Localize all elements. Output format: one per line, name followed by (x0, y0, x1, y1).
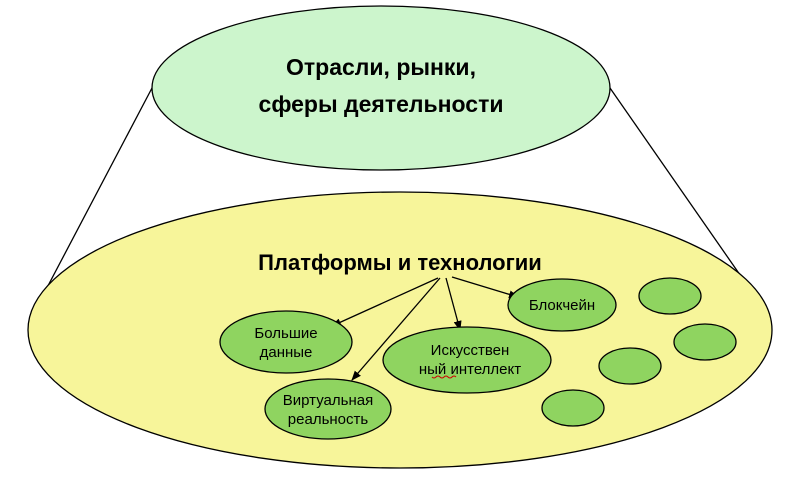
empty-node-4 (541, 389, 605, 427)
node-ai (382, 326, 552, 394)
top-ellipse (151, 5, 611, 171)
node-big-data (219, 310, 353, 374)
empty-node-1 (638, 277, 702, 315)
node-vr-line-1: Виртуальная (283, 392, 373, 409)
arrow-to-vr (351, 277, 441, 381)
arrow-to-big-data (331, 277, 439, 327)
cone-left-edge (29, 87, 153, 321)
top-line-1: Отрасли, рынки, (286, 54, 476, 80)
node-big-data-line-1: Большие (254, 325, 317, 342)
node-blockchain-label: Блокчейн (529, 297, 595, 314)
top-line-2: сферы деятельности (259, 91, 504, 117)
node-blockchain (507, 278, 617, 332)
platforms-title: Платформы и технологии (258, 250, 542, 275)
arrow-to-ai (445, 277, 462, 331)
spellcheck-underline (431, 375, 457, 379)
empty-node-3 (598, 347, 662, 385)
empty-node-2 (673, 323, 737, 361)
node-big-data-line-2: данные (260, 344, 313, 361)
arrow-to-blockchain (451, 276, 519, 299)
node-vr-line-2: реальность (288, 411, 369, 428)
base-ellipse (27, 191, 773, 469)
node-ai-line-1: Искусствен (431, 342, 510, 359)
node-vr (264, 378, 392, 440)
node-ai-line-2: ный интеллект (419, 361, 521, 378)
